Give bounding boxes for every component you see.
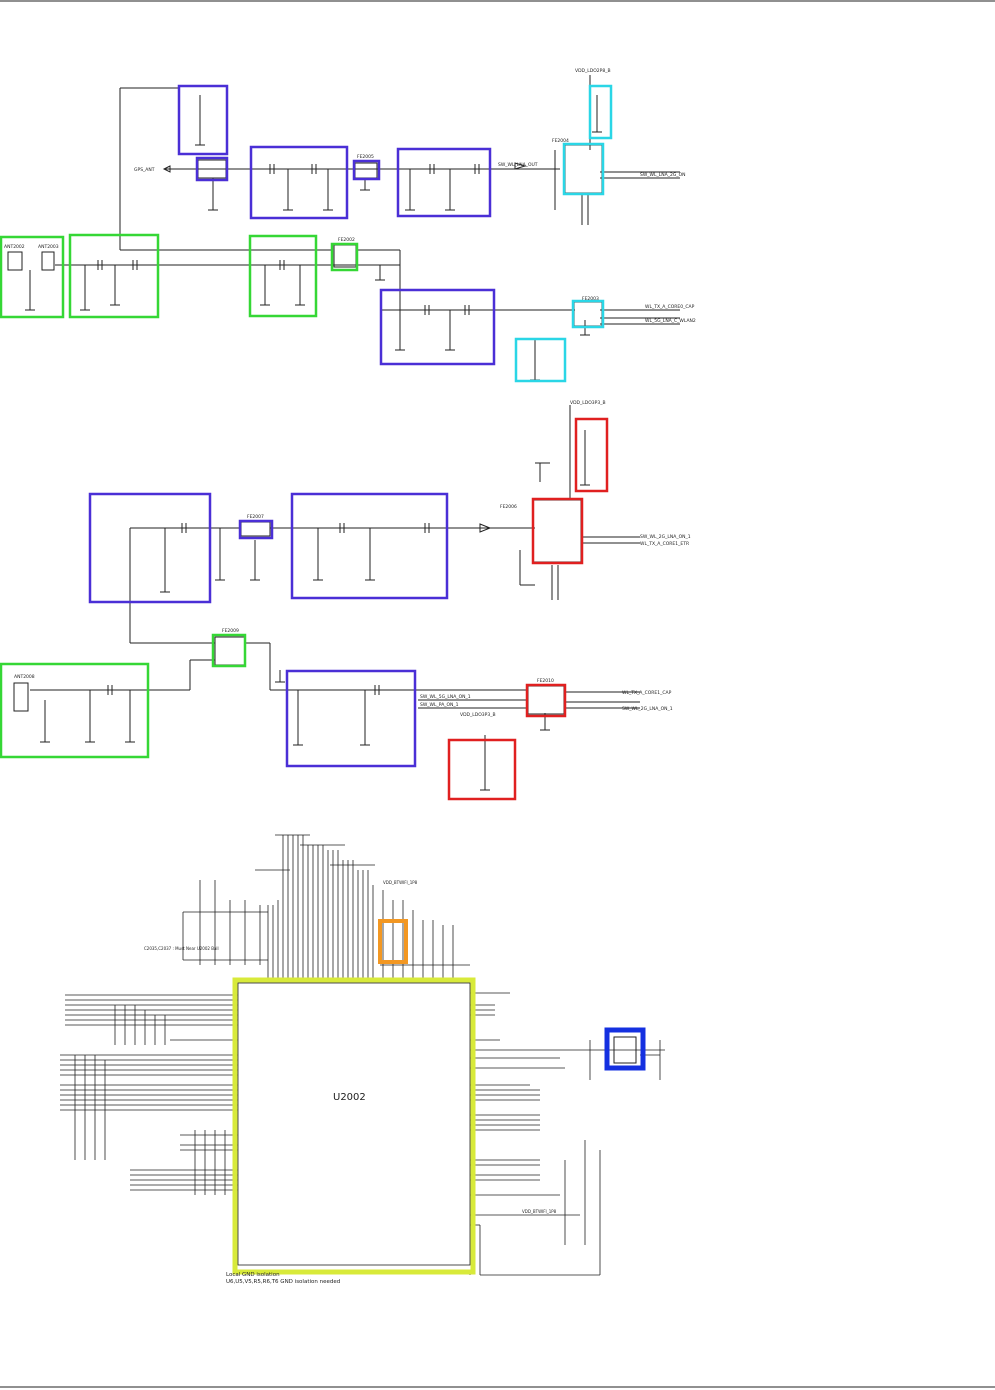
fe2010-highlight — [525, 683, 567, 718]
gps-lna-highlight — [195, 156, 229, 182]
gps-match2-highlight — [396, 147, 492, 218]
wl-bands-label: WL_5G_LNA_C_WLAN2 — [645, 318, 696, 324]
fe2003-decap-highlight — [514, 337, 567, 383]
right-bus-lines — [469, 992, 665, 1276]
vdd-rf2-label: VDD_BTWIFI_1P8 — [522, 1209, 557, 1214]
fe2006-highlight — [531, 497, 584, 565]
fe2002-label: FE2002 — [338, 237, 355, 243]
fe2003-highlight — [571, 299, 605, 329]
top-pin-lines — [182, 834, 470, 980]
fe2006-label: FE2006 — [500, 504, 517, 510]
fe2010-label: FE2010 — [537, 678, 554, 684]
wl-tx-core1-label: WL_TX_A_CORE1_ETR — [640, 541, 689, 547]
gps-filter-highlight — [249, 145, 349, 220]
ant2002-label: ANT2002 — [4, 244, 25, 250]
fe2003-label: FE2003 — [582, 296, 599, 302]
u2002-chip-highlight — [232, 977, 476, 1275]
chip-decap-highlight — [378, 919, 408, 964]
gnd-note-line1: Local GND isolation — [226, 1272, 280, 1278]
vdd-rf-label: VDD_BTWIFI_1P8 — [383, 880, 418, 885]
chip-label: U2002 — [333, 1092, 366, 1103]
diplexer-match-highlight — [248, 234, 318, 318]
sw-ant-pa-label: SW_WL_PA_ON_1 — [420, 702, 459, 708]
bottom-chip-section: U2002 Local GND isolation U6,U5,V5,R5,R6… — [60, 834, 665, 1285]
left-bus-lines — [60, 994, 238, 1195]
ant2008-highlight — [0, 662, 150, 759]
top-rf-section: ANT2002 ANT2003 GPS_ANT FE2005 FE2004 FE… — [0, 68, 696, 383]
wlan2g-match-highlight — [88, 492, 212, 604]
fe2009-match-highlight — [285, 669, 417, 768]
fe2009-label: FE2009 — [222, 628, 239, 634]
decap-note: C2035,C2037 : Must Near U2002 Ball — [144, 946, 219, 951]
fe2005-label: FE2005 — [357, 154, 374, 160]
gps-decap-highlight — [177, 84, 229, 156]
wlan2g-filter-highlight — [290, 492, 449, 600]
fe2004-highlight — [562, 142, 605, 196]
vdd-ldo3-label: VDD_LDO3P3_B — [570, 400, 606, 406]
fe2007-label: FE2007 — [247, 514, 264, 520]
gps-lna-ctrl-label: SW_WL_LNA_2G_ON — [640, 172, 685, 178]
ant2002-highlight — [0, 235, 65, 319]
sw-ant-lna-label: SW_WL_5G_LNA_ON_1 — [420, 694, 471, 700]
ant-match-highlight — [68, 233, 160, 319]
sw-lna-mid-label: SW_WL_2G_LNA_ON_1 — [622, 706, 673, 712]
fe2005-highlight — [352, 159, 381, 181]
middle-rf-section: VDD_LDO3P3_B FE2006 FE2007 FE2009 FE2010… — [0, 400, 691, 801]
vdd-ldo3-b-label: VDD_LDO3P3_B — [460, 712, 496, 718]
fe2004-label: FE2004 — [552, 138, 569, 144]
fe2004-decap-highlight — [588, 84, 613, 140]
diplexer-highlight — [330, 242, 359, 272]
wl-tx-cap-label: WL_TX_A_CORE0_CAP — [645, 304, 695, 310]
vdd-ldo2-label: VDD_LDO2P8_B — [575, 68, 611, 74]
ant2003-label: ANT2003 — [38, 244, 59, 250]
fe2010-decap-highlight — [447, 738, 517, 801]
wl-tx-cap-mid-label: WL_TX_A_CORE1_CAP — [622, 690, 672, 696]
fe2006-decap-highlight — [574, 417, 609, 493]
fe2007-highlight — [238, 519, 274, 540]
sw-lna-2g-label: SW_WL_2G_LNA_ON_1 — [640, 534, 691, 540]
crystal-highlight — [604, 1027, 646, 1071]
fe2009-highlight — [211, 633, 247, 668]
wlan5g-match-highlight — [379, 288, 496, 366]
gps-ant-label: GPS_ANT — [134, 167, 155, 173]
sw-lna-out-label: SW_WL_LNA_OUT — [498, 162, 538, 168]
gnd-note-line2: U6,U5,V5,R5,R6,T6 GND isolation needed — [226, 1279, 340, 1285]
ant2008-label: ANT2008 — [14, 674, 35, 680]
